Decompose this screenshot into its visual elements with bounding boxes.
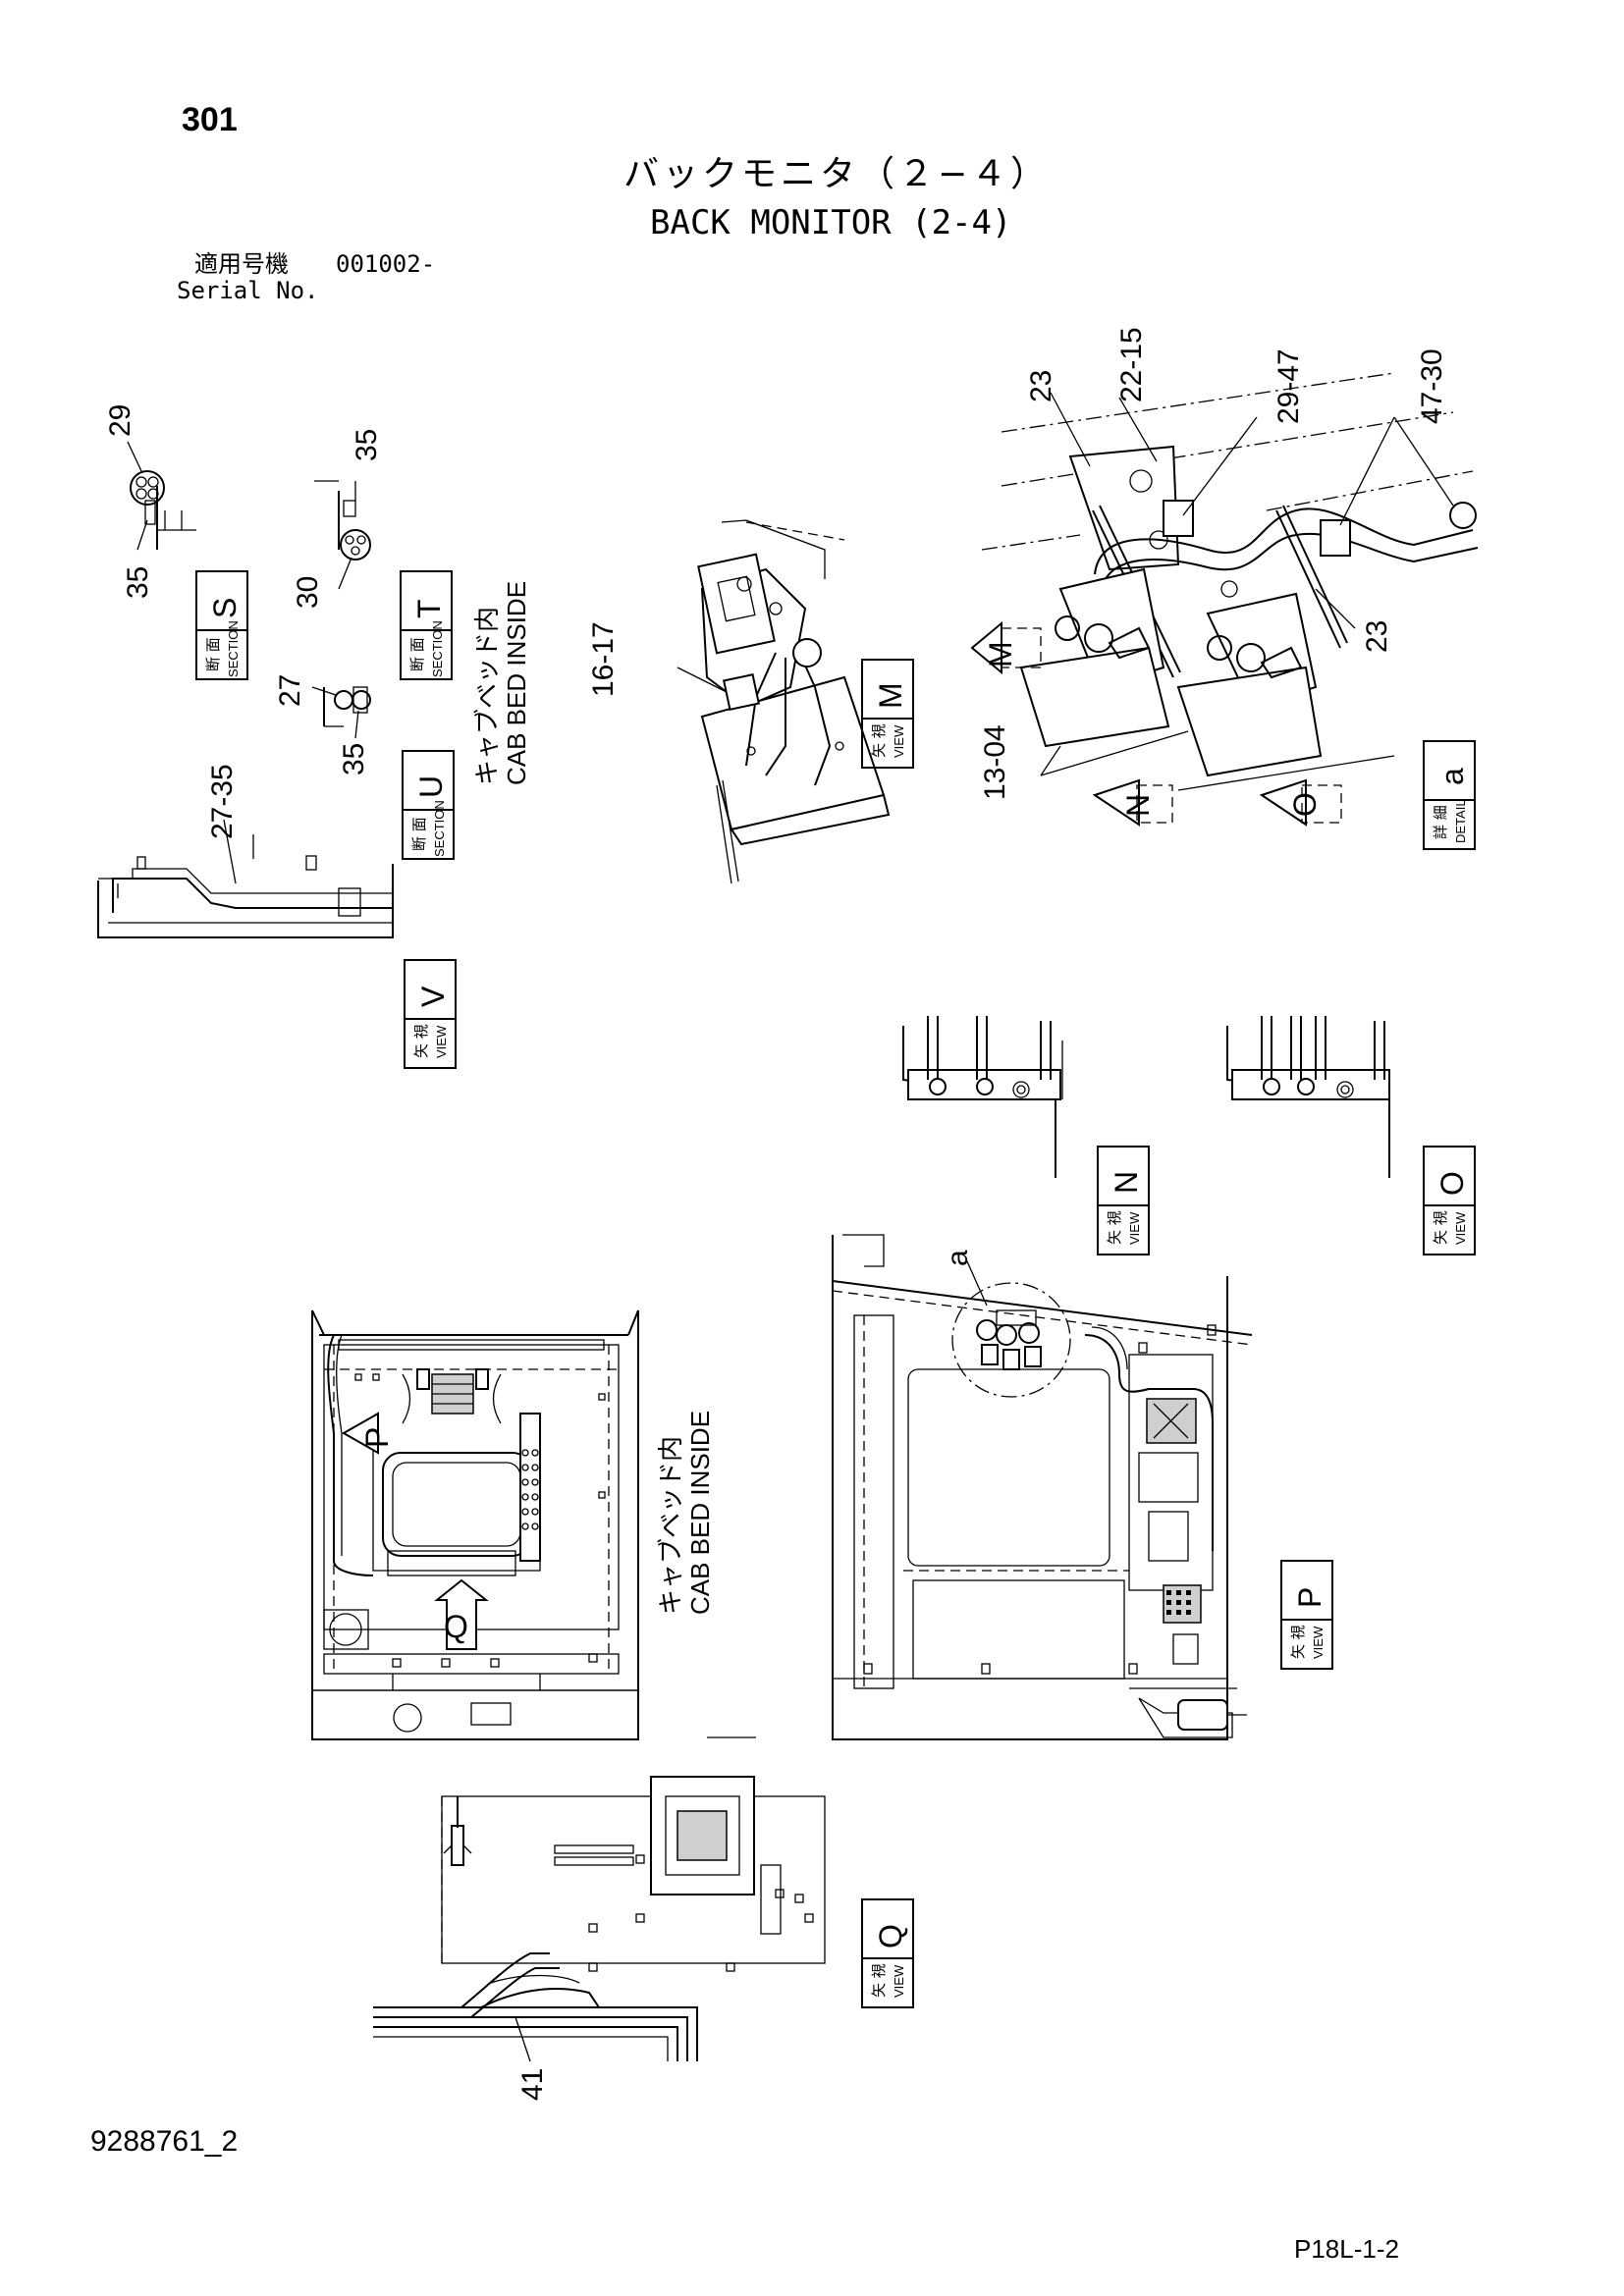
svg-text:矢 視: 矢 視	[870, 1963, 888, 1998]
svg-text:矢 視: 矢 視	[1289, 1625, 1307, 1659]
svg-text:VIEW: VIEW	[434, 1025, 449, 1058]
svg-text:V: V	[415, 986, 451, 1007]
note-cab-bed-en-1: CAB BED INSIDE	[502, 581, 531, 785]
svg-text:N: N	[1109, 1171, 1144, 1194]
callout-35-t: 35	[351, 429, 383, 461]
view-m-detail: 16-17	[587, 519, 891, 884]
svg-text:詳 細: 詳 細	[1432, 805, 1449, 839]
cab-bed-plan-view: P Q	[311, 1309, 639, 1740]
detail-a-connectors	[976, 1309, 1042, 1370]
svg-text:VIEW: VIEW	[892, 1964, 906, 1998]
section-s-detail: 29 35	[104, 404, 196, 599]
view-n-detail	[902, 1016, 1063, 1178]
callout-35-s: 35	[122, 566, 154, 599]
view-q-detail: 41	[373, 1736, 826, 2101]
view-arrow-m: M	[970, 620, 1042, 675]
page-number: 301	[182, 101, 238, 138]
svg-text:矢 視: 矢 視	[1106, 1210, 1123, 1245]
view-section-tags: 断 面 SECTION S 断 面 SECTION T 断 面 SECTION …	[195, 570, 1476, 2008]
note-cab-bed-jp-2: キャブベッド内	[657, 1436, 686, 1615]
svg-text:O: O	[1287, 792, 1323, 817]
svg-text:SECTION: SECTION	[430, 620, 445, 677]
view-arrow-n: N	[1092, 778, 1173, 827]
svg-text:断 面: 断 面	[408, 637, 426, 671]
note-cab-bed-en-2: CAB BED INSIDE	[685, 1411, 715, 1615]
callout-16-17: 16-17	[587, 621, 620, 697]
view-p-detail: a	[832, 1234, 1253, 1740]
tag-view-m: 矢 視 VIEW M	[861, 659, 914, 769]
callout-29-47: 29-47	[1272, 348, 1305, 424]
document-number: 9288761_2	[90, 2125, 239, 2158]
callout-27-35-v: 27-35	[206, 764, 239, 839]
view-marker-q: Q	[444, 1609, 468, 1644]
svg-text:M: M	[983, 641, 1018, 667]
view-v-detail: 27-35	[97, 764, 394, 938]
serial-value: 001002-	[336, 250, 436, 278]
detail-a-assembly: 23 22-15 29-47 47-30 23 13-04	[979, 327, 1479, 800]
svg-text:VIEW: VIEW	[892, 724, 906, 758]
tag-detail-a: 詳 細 DETAIL a	[1423, 740, 1476, 850]
callout-13-04: 13-04	[979, 724, 1011, 800]
callout-22-15: 22-15	[1115, 327, 1148, 402]
svg-text:SECTION: SECTION	[432, 800, 447, 857]
serial-label-japanese: 適用号機	[194, 250, 289, 278]
callout-a: a	[942, 1250, 974, 1266]
svg-text:a: a	[1435, 768, 1470, 785]
tag-view-q: 矢 視 VIEW Q	[861, 1898, 914, 2008]
svg-text:SECTION: SECTION	[226, 620, 241, 677]
title-english: BACK MONITOR (2-4)	[650, 203, 1012, 242]
section-u-detail: 27 35	[274, 674, 371, 775]
svg-text:矢 視: 矢 視	[1432, 1210, 1449, 1245]
view-o-detail	[1226, 1016, 1390, 1178]
svg-text:矢 視: 矢 視	[870, 723, 888, 758]
callout-47-30: 47-30	[1416, 348, 1448, 424]
title-japanese: バックモニタ（２−４）	[623, 154, 1051, 194]
callout-35-u: 35	[338, 743, 370, 775]
svg-text:VIEW: VIEW	[1311, 1626, 1326, 1659]
sheet-code: P18L-1-2	[1294, 2234, 1399, 2264]
callout-27-u: 27	[274, 674, 306, 707]
svg-text:T: T	[411, 599, 447, 618]
callout-29-s: 29	[104, 404, 136, 437]
tag-view-v: 矢 視 VIEW V	[404, 959, 457, 1069]
svg-text:O: O	[1435, 1171, 1470, 1196]
callout-23-right: 23	[1361, 620, 1393, 653]
svg-text:DETAIL: DETAIL	[1453, 799, 1468, 843]
tag-view-p: 矢 視 VIEW P	[1280, 1560, 1333, 1670]
section-t-detail: 35 30	[292, 429, 383, 609]
callout-41: 41	[516, 2068, 549, 2101]
tag-section-t: 断 面 SECTION T	[400, 570, 453, 680]
svg-text:P: P	[1292, 1587, 1327, 1608]
svg-text:Q: Q	[873, 1924, 908, 1949]
svg-text:M: M	[873, 682, 908, 709]
tag-section-s: 断 面 SECTION S	[195, 570, 248, 680]
note-cab-bed-jp-1: キャブベッド内	[473, 607, 503, 785]
svg-text:S: S	[207, 598, 243, 618]
view-marker-p: P	[359, 1427, 395, 1448]
callout-30-t: 30	[292, 576, 324, 609]
serial-label-english: Serial No.	[177, 277, 319, 304]
svg-text:VIEW: VIEW	[1453, 1211, 1468, 1245]
tag-view-n: 矢 視 VIEW N	[1097, 1146, 1150, 1255]
tag-section-u: 断 面 SECTION U	[402, 750, 455, 860]
tag-view-o: 矢 視 VIEW O	[1423, 1146, 1476, 1255]
view-arrow-o: O	[1259, 778, 1342, 827]
svg-text:断 面: 断 面	[410, 817, 428, 851]
svg-text:矢 視: 矢 視	[412, 1024, 430, 1058]
svg-text:VIEW: VIEW	[1127, 1211, 1142, 1245]
callout-23-top: 23	[1025, 370, 1057, 402]
svg-text:U: U	[413, 775, 449, 798]
svg-text:N: N	[1120, 794, 1156, 817]
svg-text:断 面: 断 面	[204, 637, 222, 671]
